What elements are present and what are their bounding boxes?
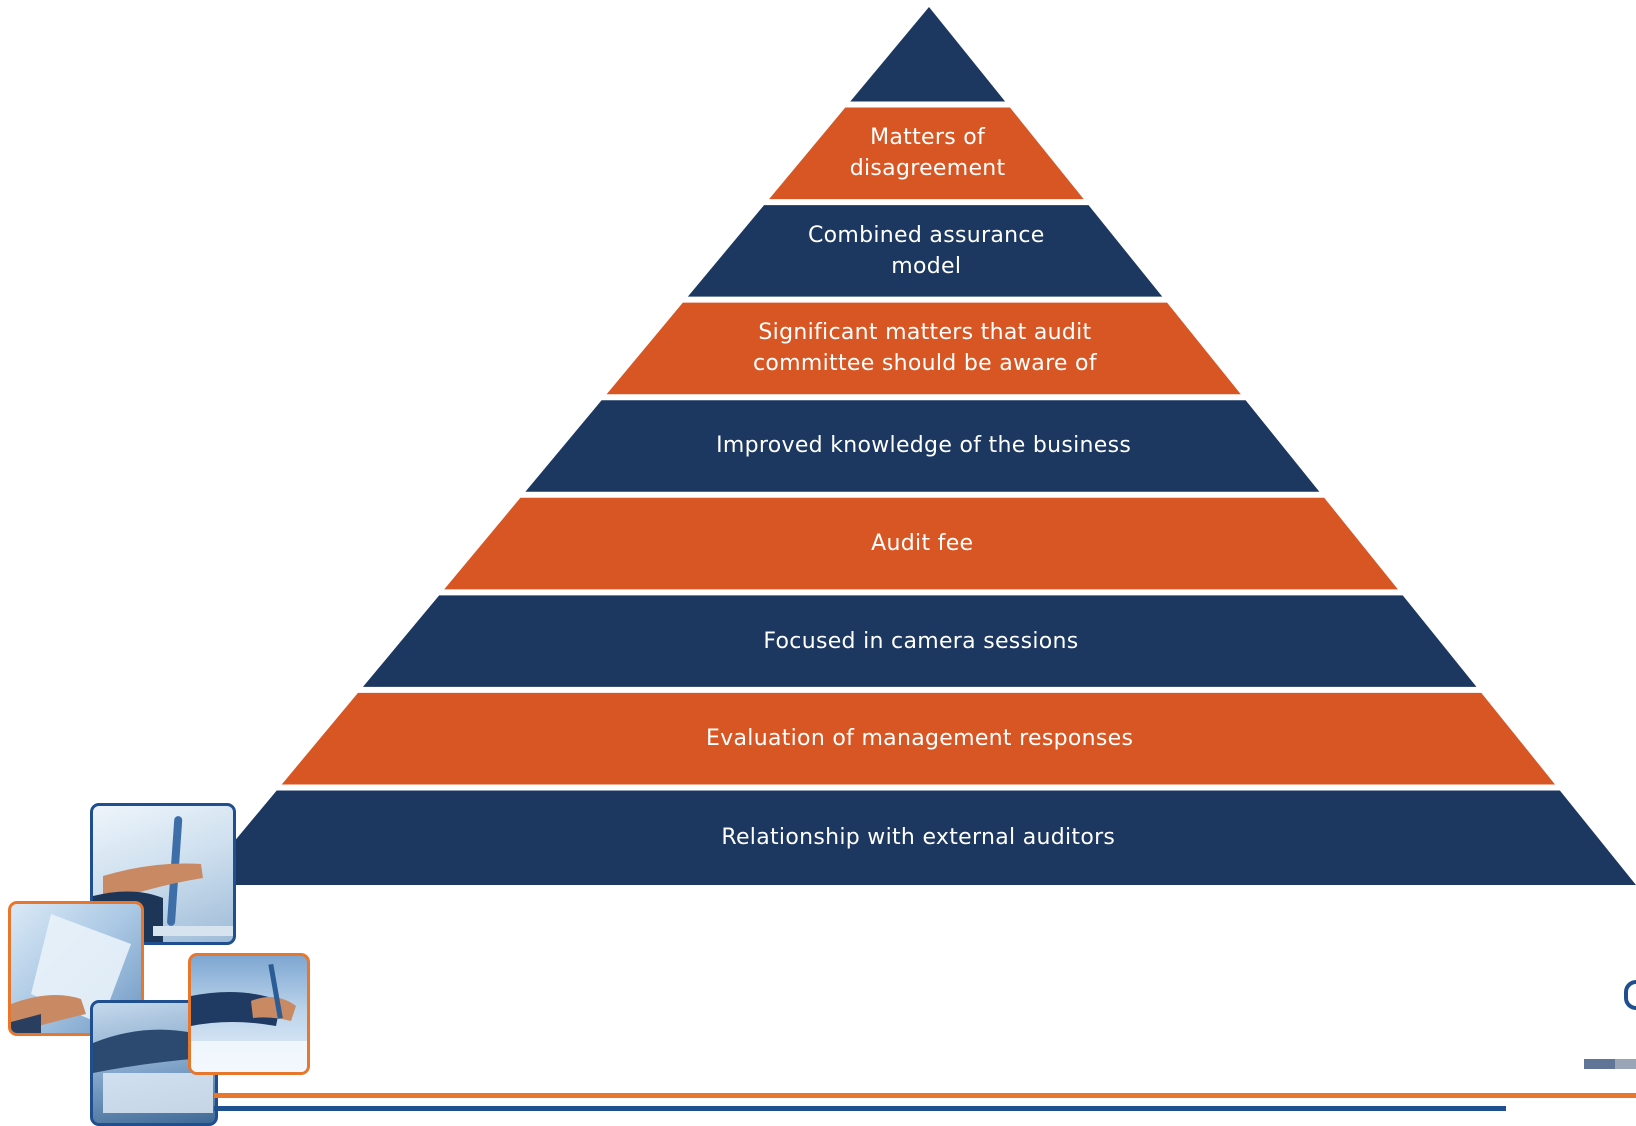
writing-hands-photo — [188, 953, 310, 1075]
pyramid-tier-8 — [281, 692, 1556, 785]
paper-hand-icon — [11, 914, 131, 1033]
pyramid-tier-label-4: Significant matters that audit committee… — [753, 320, 1097, 377]
footer-blue-rule — [214, 1106, 1506, 1111]
pyramid-tier-3 — [687, 205, 1163, 297]
logo-fragment — [1624, 980, 1636, 1010]
pyramid-tier-1 — [850, 7, 1006, 102]
pyramid-tier-6 — [444, 497, 1398, 590]
pyramid-tier-label-3: Combined assurance model — [807, 222, 1045, 279]
pyramid-tier-5 — [525, 400, 1320, 492]
desk-hands-icon — [93, 1029, 213, 1113]
footer-orange-rule — [214, 1093, 1636, 1098]
pyramid-tier-label-2: Matters of disagreement — [849, 125, 1006, 182]
registered-text-fragment — [1584, 1059, 1636, 1069]
pyramid-tier-label-8: Evaluation of management responses — [705, 726, 1134, 752]
pyramid-tier-7 — [362, 595, 1477, 687]
pyramid-tier-label-6: Audit fee — [871, 531, 974, 557]
pyramid-tier-4 — [606, 302, 1241, 395]
writing-icon — [191, 963, 307, 1072]
pyramid-tier-9 — [198, 790, 1636, 885]
pyramid-tier-2 — [769, 107, 1084, 200]
pyramid-tier-label-9: Relationship with external auditors — [721, 825, 1116, 851]
pyramid-tier-label-5: Improved knowledge of the business — [716, 433, 1132, 459]
pyramid-tier-label-7: Focused in camera sessions — [763, 628, 1079, 654]
